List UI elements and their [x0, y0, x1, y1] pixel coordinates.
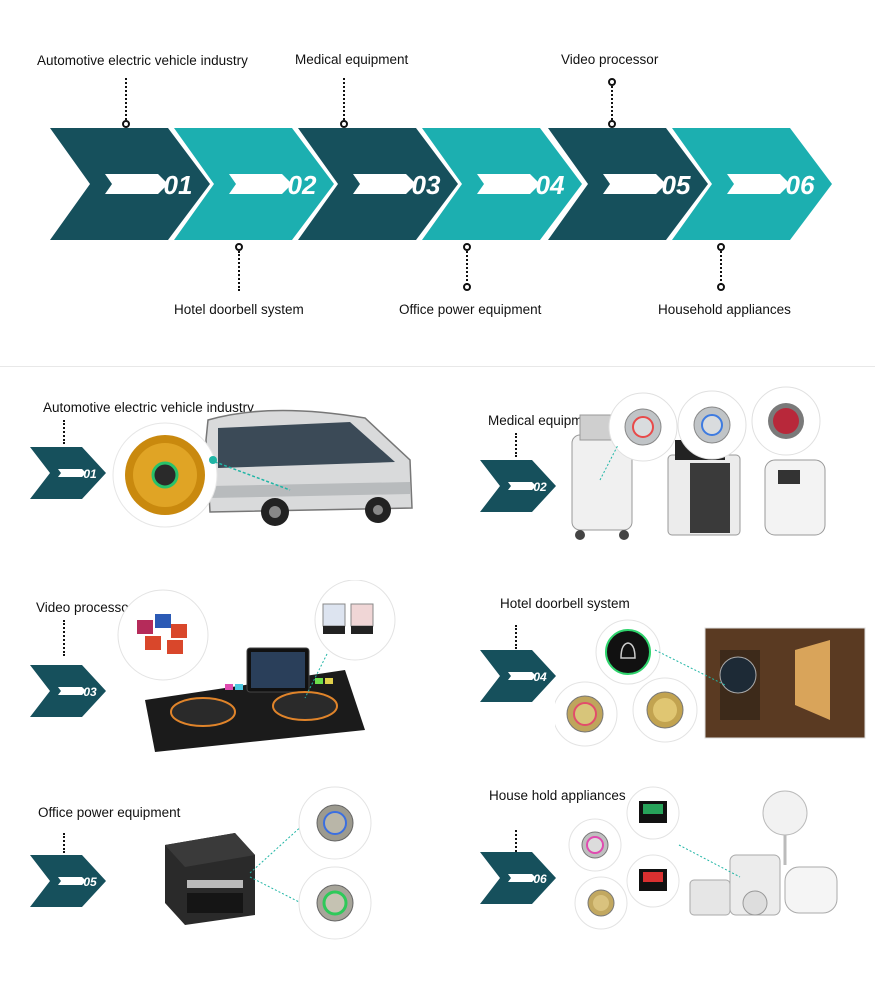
panel-label-03: Video processor	[36, 600, 134, 615]
chevron-06: 06	[672, 128, 832, 240]
timeline-label-03: Medical equipment	[295, 52, 409, 67]
chevron-03: 03	[298, 128, 458, 240]
chevron-number-02: 02	[288, 170, 317, 200]
chevron-number-01: 01	[164, 170, 193, 200]
dj-controller-illustration	[117, 580, 396, 752]
connector-06	[717, 243, 725, 293]
panel-connector-03	[60, 620, 68, 656]
connector-04	[463, 243, 471, 293]
timeline-label-01: Automotive electric vehicle industry	[37, 53, 248, 68]
svg-text:03: 03	[83, 685, 97, 699]
timeline-label-02: Hotel doorbell system	[174, 302, 304, 317]
panel-connector-06	[512, 830, 520, 852]
svg-text:05: 05	[83, 875, 97, 889]
panel-label-05: Office power equipment	[38, 805, 181, 820]
panel-label-04: Hotel doorbell system	[500, 596, 630, 611]
chevron-row: 01 02 03 04 05	[50, 128, 840, 240]
chevron-01: 01	[50, 128, 210, 240]
connector-05	[608, 78, 616, 128]
mini-chevron-01: 01	[30, 447, 106, 499]
svg-text:02: 02	[533, 480, 547, 494]
svg-text:06: 06	[533, 872, 547, 886]
panel-label-02: Medical equipment	[488, 413, 602, 428]
panel-label-01: Automotive electric vehicle industry	[43, 400, 254, 415]
connector-01	[122, 78, 130, 128]
hotel-doorbell-illustration	[555, 619, 866, 747]
chevron-number-03: 03	[412, 170, 441, 200]
panel-connector-04	[512, 625, 520, 649]
svg-text:01: 01	[83, 467, 97, 481]
chevron-02: 02	[174, 128, 334, 240]
chevron-04: 04	[422, 128, 582, 240]
section-divider	[0, 366, 875, 367]
timeline-label-04: Office power equipment	[399, 302, 542, 317]
panel-label-06: House hold appliances	[489, 788, 626, 803]
mini-chevron-02: 02	[480, 460, 556, 512]
chevron-number-05: 05	[662, 170, 691, 200]
panel-connector-01	[60, 420, 68, 444]
chevron-05: 05	[548, 128, 708, 240]
mini-chevron-06: 06	[480, 852, 556, 904]
timeline-label-06: Household appliances	[658, 302, 791, 317]
mini-chevron-04: 04	[480, 650, 556, 702]
chevron-number-04: 04	[536, 170, 565, 200]
panel-connector-02	[512, 433, 520, 457]
printer-illustration	[165, 786, 372, 940]
timeline-label-05: Video processor	[561, 52, 659, 67]
medical-machines-illustration	[571, 386, 826, 540]
panel-connector-05	[60, 833, 68, 853]
connector-02	[235, 243, 243, 293]
mini-chevron-03: 03	[30, 665, 106, 717]
appliances-illustration	[568, 786, 838, 930]
svg-text:04: 04	[533, 670, 547, 684]
chevron-arrows: 01 02 03 04 05	[50, 128, 832, 240]
mini-chevron-05: 05	[30, 855, 106, 907]
bus-illustration	[112, 409, 413, 528]
chevron-number-06: 06	[786, 170, 815, 200]
connector-03	[340, 78, 348, 128]
